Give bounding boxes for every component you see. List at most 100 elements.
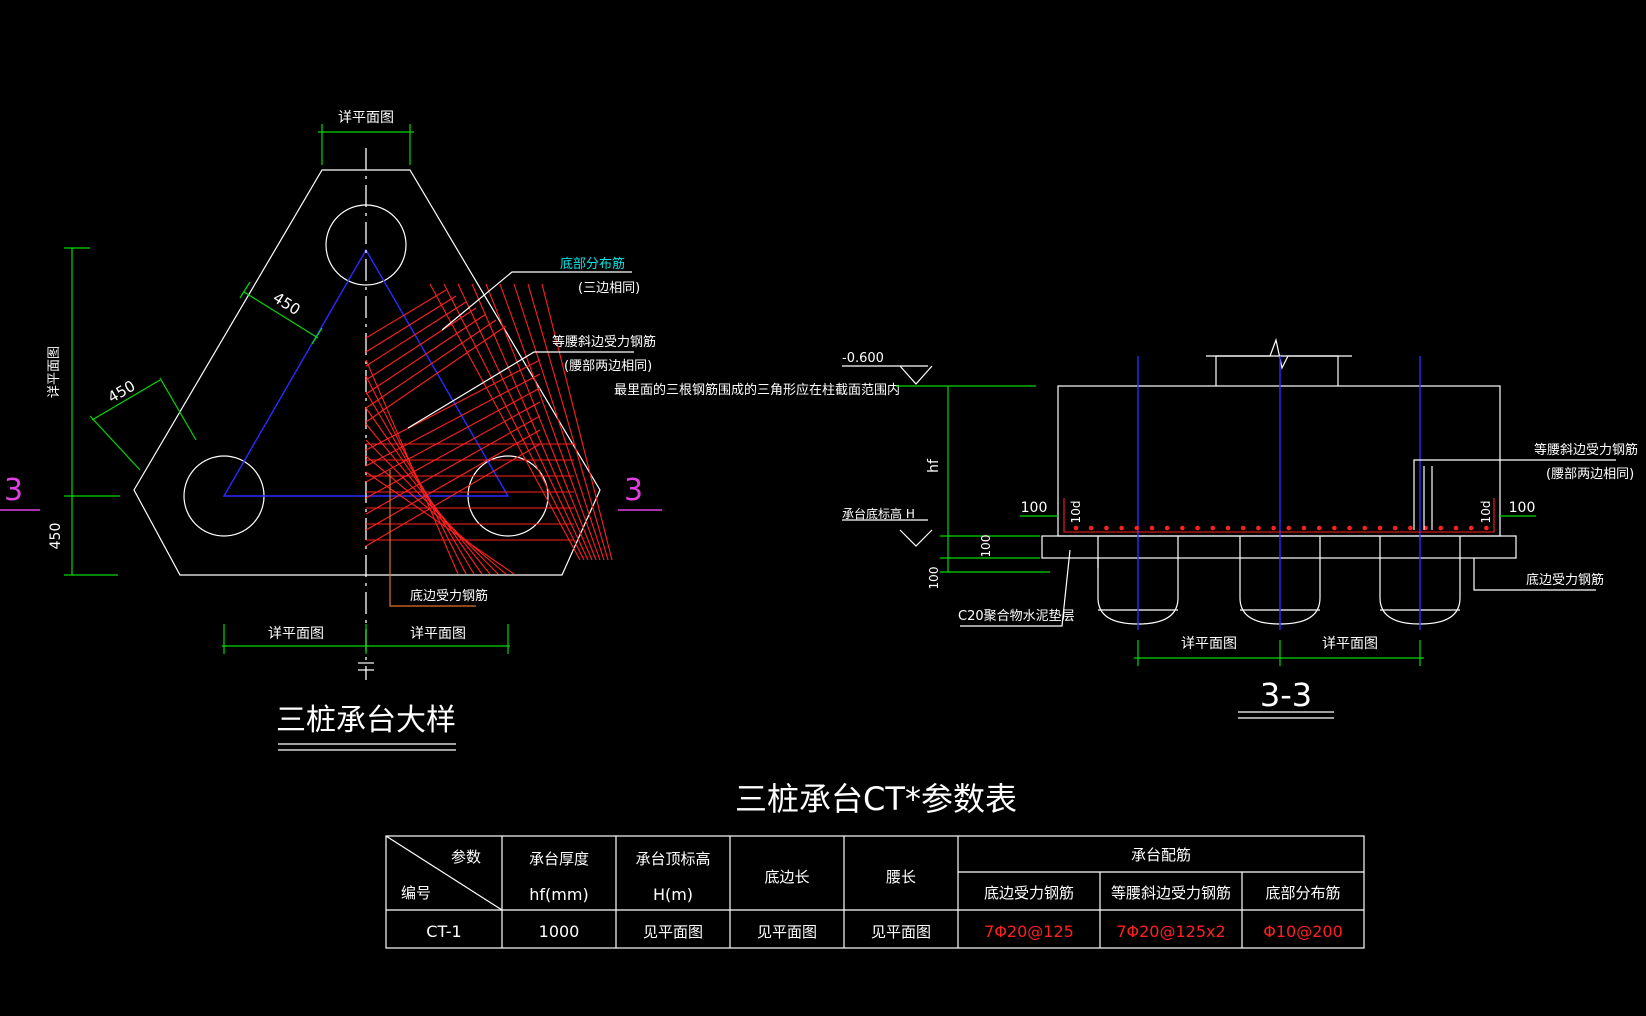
rebar-line xyxy=(365,373,541,467)
rebar-line xyxy=(457,283,589,561)
rebar-dot xyxy=(1377,525,1383,531)
hdr-r3: 底部分布筋 xyxy=(1265,884,1340,902)
table-title: 三桩承台CT*参数表 xyxy=(735,780,1017,818)
section-mark-left: 3 xyxy=(4,473,23,508)
rebar-dot xyxy=(1256,525,1261,531)
rebar-dot xyxy=(1240,525,1246,531)
rebar-line xyxy=(365,423,491,575)
hdr-thick: 承台厚度 xyxy=(529,850,589,868)
rebar-line xyxy=(365,471,515,575)
cap-outline xyxy=(133,169,601,576)
hdr-base: 底边长 xyxy=(764,868,809,886)
rebar-line xyxy=(429,283,581,561)
hdr-top: 承台顶标高 xyxy=(635,850,710,868)
rebar-dot xyxy=(1180,525,1185,531)
plan-view: 详平面图 详平面图 450 450 450 详平面图 详平面图 3 3 底部分布… xyxy=(0,110,900,751)
cell-r2: 7Φ20@125x2 xyxy=(1116,922,1225,941)
rebar-line xyxy=(365,415,541,515)
section-view: -0.600 承台底标高 H hf 100 100 100 10d 100 10… xyxy=(842,337,1638,719)
hf-label: hf xyxy=(926,458,942,473)
rebar-line xyxy=(365,359,541,451)
hdr-top-unit: H(m) xyxy=(653,885,693,904)
plan-title: 三桩承台大样 xyxy=(276,703,456,738)
rebar-dot xyxy=(1073,525,1079,531)
cell-waist: 见平面图 xyxy=(871,923,931,941)
sec-note-waist: 等腰斜边受力钢筋 xyxy=(1534,442,1638,458)
hdr-code: 编号 xyxy=(401,884,431,902)
rebar-dot xyxy=(1134,525,1140,531)
cell-r1: 7Φ20@125 xyxy=(984,922,1074,941)
rebar-line xyxy=(365,295,457,353)
note-waist-sub: (腰部两边相同) xyxy=(564,359,652,374)
rebar-dot xyxy=(1271,525,1276,531)
dim-100-b: 100 xyxy=(927,567,941,590)
dim-450-upper: 450 xyxy=(270,289,304,319)
cell-code: CT-1 xyxy=(426,922,461,941)
dim-10d-a: 10d xyxy=(1069,501,1083,524)
param-table: 三桩承台CT*参数表 参数 编号 承台厚度 hf(mm) 承台顶标高 H(m) … xyxy=(385,780,1365,949)
rebar-line xyxy=(365,289,447,339)
cell-top: 见平面图 xyxy=(643,923,703,941)
hdr-waist: 腰长 xyxy=(886,868,916,886)
rebar-line xyxy=(365,455,507,575)
dim-100-a: 100 xyxy=(979,535,993,558)
dim-left-450: 450 xyxy=(48,523,64,550)
hdr-r2: 等腰斜边受力钢筋 xyxy=(1111,884,1231,902)
rebar-line xyxy=(365,313,487,395)
cell-thick: 1000 xyxy=(539,922,580,941)
rebar-line xyxy=(365,375,467,575)
rebar-line xyxy=(513,283,605,561)
rebar-dot xyxy=(1408,525,1413,531)
rebar-mesh xyxy=(365,283,613,575)
rebar-dot xyxy=(1301,525,1307,531)
dim-100-c: 100 xyxy=(1021,500,1048,516)
dim-bottom-left-label: 详平面图 xyxy=(268,626,324,642)
rebar-dot xyxy=(1164,525,1170,531)
rebar-dot xyxy=(1088,525,1094,531)
rebar-line xyxy=(365,407,483,575)
rebar-line xyxy=(365,325,507,423)
cap-bottom-label: 承台底标高 H xyxy=(842,506,915,521)
note-bottom-dist-sub: (三边相同) xyxy=(578,281,640,296)
dim-left-label: 详平面图 xyxy=(47,346,62,398)
rebar-dot xyxy=(1195,525,1200,531)
section-title: 3-3 xyxy=(1260,676,1312,714)
hdr-r1: 底边受力钢筋 xyxy=(984,884,1074,902)
rebar-line xyxy=(499,283,601,561)
sec-note-waist-sub: (腰部两边相同) xyxy=(1546,467,1634,482)
rebar-line xyxy=(541,283,613,561)
note-waist: 等腰斜边受力钢筋 xyxy=(552,334,656,350)
section-cap xyxy=(1057,385,1501,537)
rebar-dot xyxy=(1316,525,1322,531)
rebar-dot xyxy=(1484,525,1489,531)
rebar-dot xyxy=(1332,525,1337,531)
dim-10d-b: 10d xyxy=(1479,501,1493,524)
dim-top-label: 详平面图 xyxy=(338,110,394,126)
sec-note-bottom-edge: 底边受力钢筋 xyxy=(1526,572,1604,588)
rebar-line xyxy=(365,387,541,483)
hdr-thick-unit: hf(mm) xyxy=(529,885,588,904)
cell-r3: Φ10@200 xyxy=(1263,922,1343,941)
rebar-line xyxy=(443,283,585,561)
pad-note: C20聚合物水泥垫层 xyxy=(958,608,1075,624)
rebar-dot xyxy=(1119,525,1124,531)
dim-bottom-right-label: 详平面图 xyxy=(410,626,466,642)
cell-base: 见平面图 xyxy=(757,923,817,941)
rebar-line xyxy=(485,283,597,561)
section-mark-right: 3 xyxy=(624,473,643,508)
section-pad xyxy=(1041,535,1517,559)
rebar-line xyxy=(365,319,497,409)
hdr-rebar: 承台配筋 xyxy=(1131,846,1191,864)
rebar-dot xyxy=(1392,525,1398,531)
rebar-line xyxy=(365,401,541,499)
sec-dim-left: 详平面图 xyxy=(1181,636,1237,652)
rebar-dot xyxy=(1149,525,1155,531)
sec-dim-right: 详平面图 xyxy=(1322,636,1378,652)
rebar-dot xyxy=(1438,525,1444,531)
note-triangle: 最里面的三根钢筋围成的三角形应在柱截面范围内 xyxy=(614,382,900,398)
rebar-line xyxy=(365,443,541,547)
rebar-dot xyxy=(1104,525,1109,531)
note-bottom-edge: 底边受力钢筋 xyxy=(410,588,488,604)
rebar-dot xyxy=(1286,525,1292,531)
